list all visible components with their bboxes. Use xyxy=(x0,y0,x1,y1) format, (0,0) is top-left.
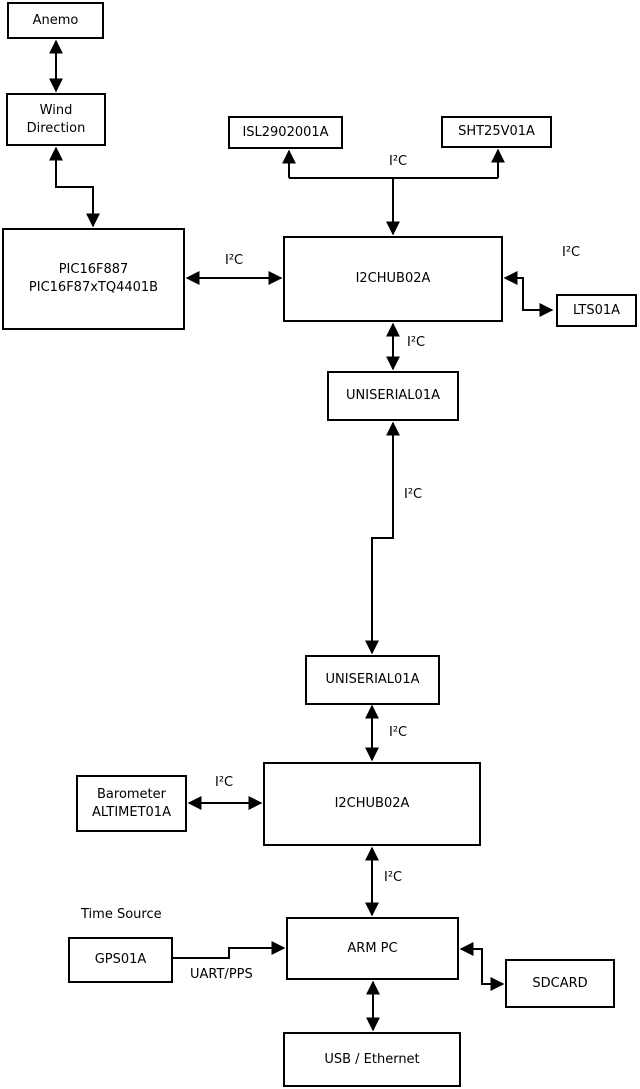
node-arm-pc: ARM PC xyxy=(286,917,459,980)
node-barometer: Barometer ALTIMET01A xyxy=(76,775,187,832)
node-pic: PIC16F887 PIC16F87xTQ4401B xyxy=(2,228,185,330)
edge-armpc-sdcard xyxy=(459,942,505,991)
node-lts: LTS01A xyxy=(556,294,637,327)
node-arm-pc-label: ARM PC xyxy=(347,940,398,956)
node-uniserial-bottom: UNISERIAL01A xyxy=(305,655,440,705)
node-uniserial-top-label: UNISERIAL01A xyxy=(346,388,440,404)
node-barometer-label: Barometer ALTIMET01A xyxy=(92,786,171,820)
node-usb-ethernet: USB / Ethernet xyxy=(283,1032,461,1087)
edge-gps-armpc xyxy=(173,941,286,959)
node-uniserial-bottom-label: UNISERIAL01A xyxy=(325,672,420,688)
edge-uniserial-top-uniserial-bottom xyxy=(365,421,400,655)
node-sdcard-label: SDCARD xyxy=(532,975,588,991)
node-sht-label: SHT25V01A xyxy=(458,124,535,140)
node-wind-direction: Wind Direction xyxy=(6,93,106,146)
edge-label-i2c-barometer: I²C xyxy=(215,775,234,790)
node-isl: ISL2902001A xyxy=(228,116,343,149)
node-pic-label: PIC16F887 PIC16F87xTQ4401B xyxy=(28,262,159,295)
edge-label-i2c-uniserial-hub2: I²C xyxy=(389,725,408,740)
node-gps-label: GPS01A xyxy=(94,952,147,968)
node-isl-label: ISL2902001A xyxy=(242,124,329,140)
node-sht: SHT25V01A xyxy=(441,116,552,148)
edge-wind-pic xyxy=(49,146,100,228)
edge-label-uart-pps: UART/PPS xyxy=(190,967,253,982)
node-i2chub-top-label: I2CHUB02A xyxy=(355,271,431,287)
node-i2chub-bottom: I2CHUB02A xyxy=(263,762,481,846)
annotation-time-source: Time Source xyxy=(81,907,162,922)
node-anemo-label: Anemo xyxy=(32,12,79,28)
node-gps: GPS01A xyxy=(68,937,173,983)
edge-label-i2c-pic-hub: I²C xyxy=(225,253,244,268)
node-usb-ethernet-label: USB / Ethernet xyxy=(324,1051,420,1067)
node-wind-direction-label: Wind Direction xyxy=(26,102,86,136)
edge-label-i2c-sensor-bus: I²C xyxy=(389,154,408,169)
node-sdcard: SDCARD xyxy=(505,959,615,1008)
edge-label-i2c-hub-uniserial: I²C xyxy=(407,335,426,350)
edge-i2chub-top-lts xyxy=(503,271,554,317)
edge-label-i2c-hub2-armpc: I²C xyxy=(384,870,403,885)
edge-label-i2c-lts: I²C xyxy=(562,245,581,260)
node-i2chub-top: I2CHUB02A xyxy=(283,236,503,322)
node-uniserial-top: UNISERIAL01A xyxy=(327,371,459,421)
node-i2chub-bottom-label: I2CHUB02A xyxy=(334,796,410,812)
node-lts-label: LTS01A xyxy=(572,302,621,318)
node-anemo: Anemo xyxy=(7,2,104,39)
edge-label-i2c-uniserial-link: I²C xyxy=(404,487,423,502)
